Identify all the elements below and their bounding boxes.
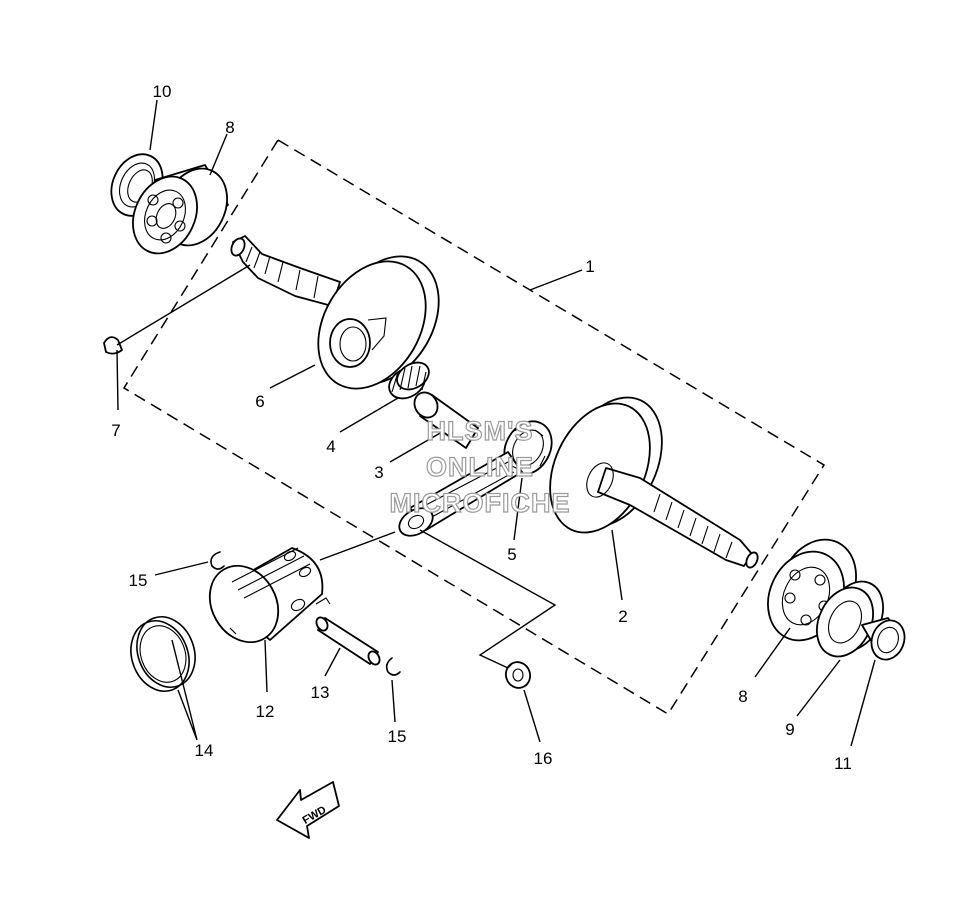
callout-8-right: 8 — [738, 687, 747, 706]
watermark-line-3: MICROFICHE — [390, 488, 571, 518]
crank-pin — [413, 391, 479, 449]
piston-pin — [315, 616, 381, 666]
leader-lines — [116, 99, 876, 747]
fwd-arrow: FWD — [276, 781, 340, 839]
crank-half-left — [230, 235, 440, 390]
crankshaft-assembly-boundary — [122, 138, 826, 716]
callout-15-right: 15 — [388, 727, 407, 746]
crank-half-right — [549, 396, 759, 569]
circlip-upper — [210, 551, 225, 570]
needle-bearing — [388, 361, 430, 400]
callout-4: 4 — [326, 437, 335, 456]
callout-3: 3 — [374, 463, 383, 482]
callout-6: 6 — [255, 392, 264, 411]
callout-labels: 1 2 3 4 5 6 7 8 8 9 10 11 12 13 14 15 15… — [111, 82, 852, 773]
watermark: HLSM'S ONLINE MICROFICHE — [389, 415, 571, 518]
nut — [504, 661, 532, 689]
watermark-line-2: ONLINE — [426, 452, 534, 482]
callout-14: 14 — [195, 741, 214, 760]
callout-8-left: 8 — [225, 118, 234, 137]
woodruff-key — [103, 336, 123, 355]
watermark-line-1: HLSM'S — [427, 416, 534, 446]
piston — [208, 547, 331, 644]
callout-16: 16 — [534, 749, 553, 768]
callout-1: 1 — [585, 257, 594, 276]
callout-5: 5 — [507, 545, 516, 564]
callout-9: 9 — [785, 720, 794, 739]
callout-12: 12 — [256, 702, 275, 721]
piston-ring-set — [130, 616, 196, 692]
callout-13: 13 — [311, 683, 330, 702]
circlip-lower — [385, 657, 401, 676]
callout-11: 11 — [834, 754, 852, 773]
collar — [861, 617, 906, 661]
callout-15-left: 15 — [129, 571, 148, 590]
connecting-rod — [398, 420, 553, 537]
callout-2: 2 — [618, 607, 627, 626]
callout-7: 7 — [111, 421, 120, 440]
callout-10: 10 — [153, 82, 172, 101]
